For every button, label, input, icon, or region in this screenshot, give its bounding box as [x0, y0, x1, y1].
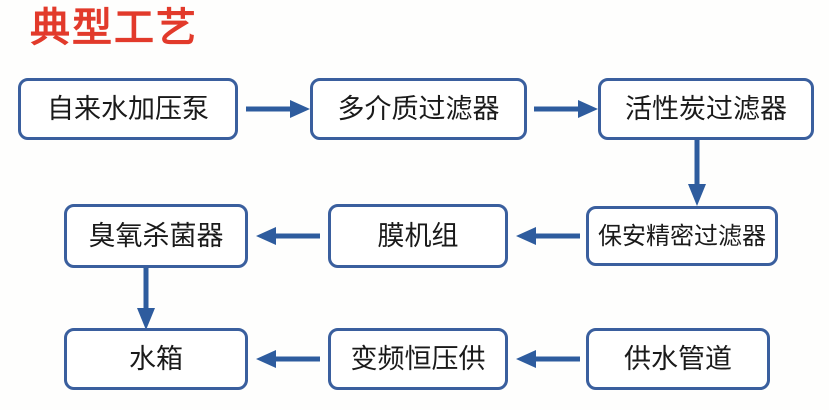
- arrow-right-n2-n3: [534, 98, 598, 120]
- flow-node-label: 变频恒压供: [350, 343, 486, 375]
- arrow-left-n8-n7: [256, 348, 320, 370]
- arrow-left-n4-n5: [516, 225, 580, 247]
- flow-node-label: 水箱: [129, 343, 183, 375]
- flow-node-security-precision-filter[interactable]: 保安精密过滤器: [586, 206, 778, 266]
- arrow-down-n6-n7: [135, 268, 157, 330]
- flow-node-ozone-sterilizer[interactable]: 臭氧杀菌器: [64, 204, 248, 268]
- flow-node-label: 自来水加压泵: [47, 93, 209, 125]
- arrow-down-n3-n4: [686, 140, 708, 206]
- flow-node-label: 多介质过滤器: [337, 93, 500, 125]
- flow-node-variable-frequency-constant-pressure[interactable]: 变频恒压供: [328, 328, 508, 390]
- flow-node-water-tank[interactable]: 水箱: [64, 328, 248, 390]
- flow-node-label: 膜机组: [377, 220, 459, 252]
- arrow-left-n9-n8: [516, 348, 580, 370]
- flow-node-multimedia-filter[interactable]: 多介质过滤器: [310, 78, 527, 140]
- arrow-right-n1-n2: [246, 98, 310, 120]
- flow-node-label: 供水管道: [624, 343, 732, 375]
- flow-node-water-supply-pipeline[interactable]: 供水管道: [586, 328, 770, 390]
- flow-node-activated-carbon-filter[interactable]: 活性炭过滤器: [598, 78, 814, 140]
- flow-node-tap-water-pump[interactable]: 自来水加压泵: [18, 78, 238, 140]
- flow-node-label: 臭氧杀菌器: [88, 220, 224, 252]
- page-title: 典型工艺: [30, 5, 198, 51]
- arrow-left-n5-n6: [256, 225, 320, 247]
- flow-node-label: 保安精密过滤器: [598, 222, 766, 250]
- flow-node-membrane-unit[interactable]: 膜机组: [328, 204, 508, 268]
- flow-node-label: 活性炭过滤器: [625, 93, 787, 125]
